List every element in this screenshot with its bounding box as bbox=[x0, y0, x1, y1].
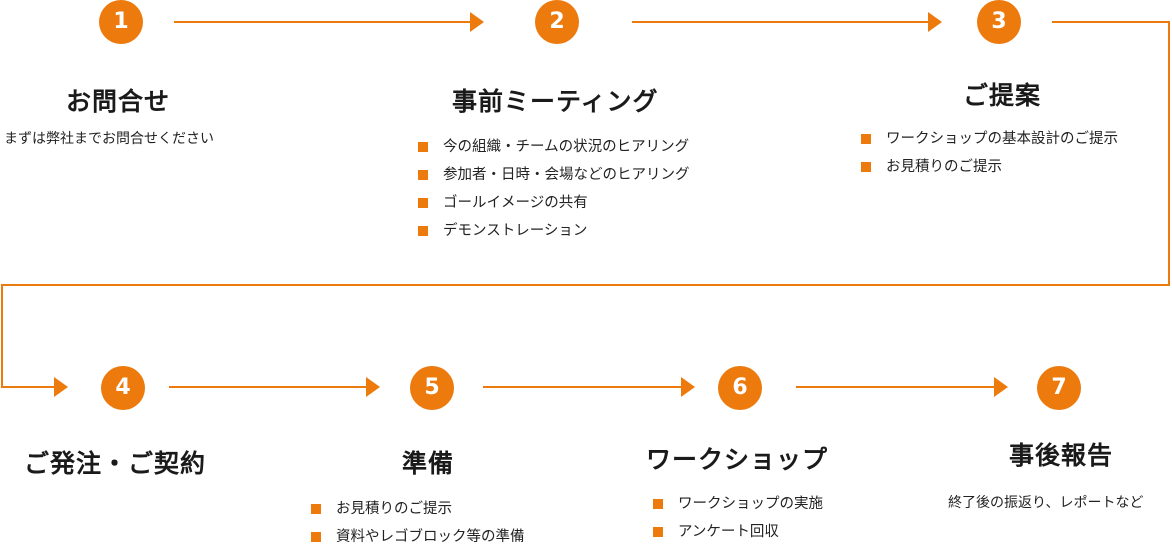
step-1-number: 1 bbox=[99, 0, 143, 44]
step-3-number: 3 bbox=[977, 0, 1021, 44]
step-4-number: 4 bbox=[101, 366, 145, 410]
step-6-list: ワークショップの実施 アンケート回収 bbox=[653, 490, 823, 546]
list-item: 参加者・日時・会場などのヒアリング bbox=[418, 161, 690, 189]
bullet-square-icon bbox=[653, 527, 663, 537]
step-3-list: ワークショップの基本設計のご提示 お見積りのご提示 bbox=[861, 125, 1118, 181]
step-6-number: 6 bbox=[718, 366, 762, 410]
list-item: デモンストレーション bbox=[418, 217, 690, 245]
list-item: 今の組織・チームの状況のヒアリング bbox=[418, 133, 690, 161]
bullet-square-icon bbox=[861, 134, 871, 144]
list-item: ワークショップの基本設計のご提示 bbox=[861, 125, 1118, 153]
list-item: アンケート回収 bbox=[653, 518, 823, 546]
arrowhead-5-6 bbox=[681, 377, 695, 397]
step-4-title: ご発注・ご契約 bbox=[24, 449, 207, 478]
arrowhead-2-3 bbox=[928, 12, 942, 32]
step-7-title: 事後報告 bbox=[1009, 441, 1114, 470]
step-2-number: 2 bbox=[535, 0, 579, 44]
step-1-title: お問合せ bbox=[66, 87, 171, 116]
bullet-square-icon bbox=[418, 142, 428, 152]
arrowhead-4-5 bbox=[366, 377, 380, 397]
step-1-description: まずは弊社までお問合せください bbox=[4, 131, 214, 147]
list-item: ゴールイメージの共有 bbox=[418, 189, 690, 217]
bullet-square-icon bbox=[418, 198, 428, 208]
list-item: お見積りのご提示 bbox=[311, 495, 525, 523]
connector-3-4 bbox=[1, 21, 1170, 388]
bullet-square-icon bbox=[418, 226, 428, 236]
arrowhead-3-4 bbox=[54, 377, 68, 397]
step-7-number: 7 bbox=[1037, 366, 1081, 410]
step-6-title: ワークショップ bbox=[646, 445, 829, 474]
arrowhead-1-2 bbox=[470, 12, 484, 32]
bullet-square-icon bbox=[311, 532, 321, 542]
step-5-number: 5 bbox=[410, 366, 454, 410]
arrowhead-6-7 bbox=[994, 377, 1008, 397]
step-7-description: 終了後の振返り、レポートなど bbox=[948, 495, 1144, 511]
list-item: お見積りのご提示 bbox=[861, 153, 1118, 181]
step-2-title: 事前ミーティング bbox=[452, 87, 659, 116]
step-5-title: 準備 bbox=[402, 449, 455, 478]
bullet-square-icon bbox=[418, 170, 428, 180]
bullet-square-icon bbox=[311, 504, 321, 514]
list-item: 資料やレゴブロック等の準備 bbox=[311, 523, 525, 551]
bullet-square-icon bbox=[653, 499, 663, 509]
bullet-square-icon bbox=[861, 162, 871, 172]
list-item: ワークショップの実施 bbox=[653, 490, 823, 518]
step-2-list: 今の組織・チームの状況のヒアリング 参加者・日時・会場などのヒアリング ゴールイ… bbox=[418, 133, 690, 245]
step-5-list: お見積りのご提示 資料やレゴブロック等の準備 bbox=[311, 495, 525, 551]
step-3-title: ご提案 bbox=[963, 81, 1042, 110]
